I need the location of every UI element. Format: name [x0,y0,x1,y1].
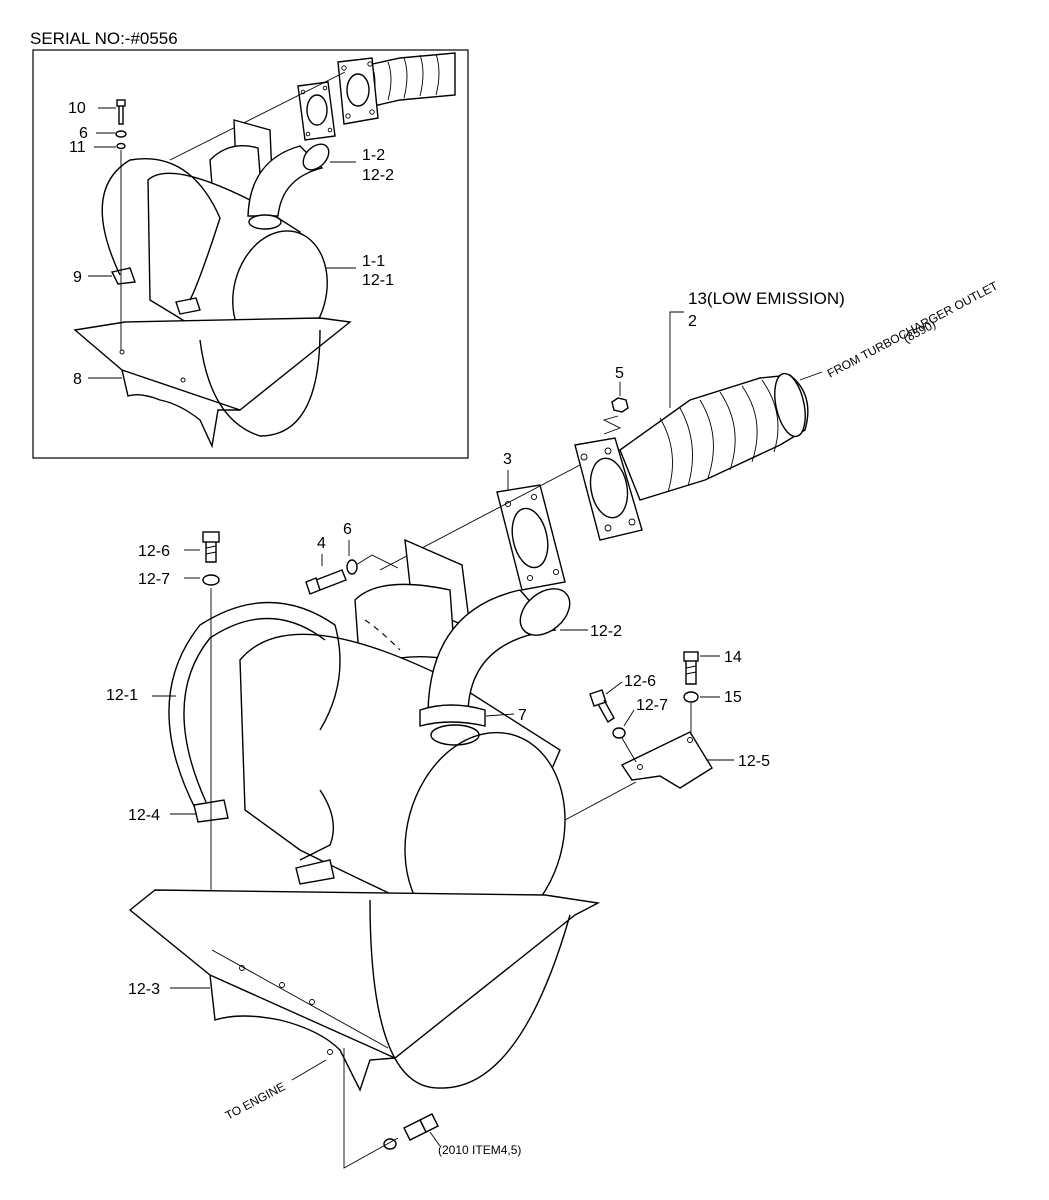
label-12-4: 12-4 [128,807,160,824]
bracket-12-3-icon [128,889,601,1092]
label-12-7: 12-7 [138,571,170,588]
label-12-3: 12-3 [128,981,160,998]
inset-washer-icon [115,130,127,138]
label-12-2: 12-2 [590,623,622,640]
bolt-12-6-right-icon [589,689,615,724]
label-12-6-right: 12-6 [624,673,656,690]
bracket-12-5-icon [620,731,713,789]
label-12-6: 12-6 [138,543,170,560]
inset-lock-washer-icon [116,142,126,150]
to-engine-annotation: TO ENGINE [223,1079,288,1122]
inset-label-9: 9 [73,269,82,286]
washer-15-icon [683,691,699,703]
inset-muffler-icon [73,119,352,449]
inset-label-12-1: 12-1 [362,272,394,289]
inset-bolt-icon [116,99,126,125]
nut-icon [611,397,629,413]
bolt-14-icon [683,651,699,685]
label-12-5: 12-5 [738,753,770,770]
label-7: 7 [518,707,527,724]
label-2: 2 [688,313,697,330]
inset-label-6: 6 [79,125,88,142]
inset-label-1-2: 1-2 [362,147,385,164]
label-14: 14 [724,649,742,666]
label-12-7-right: 12-7 [636,697,668,714]
bolt-4-icon [305,569,347,595]
washer-6-icon [346,559,358,575]
label-15: 15 [724,689,742,706]
gasket-icon [496,484,566,591]
label-3: 3 [503,451,512,468]
inset-label-11: 11 [69,139,86,156]
inset-box: 10 6 11 1-2 12-2 1-1 12-1 9 8 [32,49,469,459]
label-12-1: 12-1 [106,687,138,704]
inset-label-1-1: 1-1 [362,253,385,270]
lower-bolt-icon [403,1113,439,1141]
muffler-icon [239,538,571,939]
band-icon [168,601,341,885]
washer-12-7-right-icon [612,727,626,739]
label-4: 4 [317,535,326,552]
inset-label-12-2: 12-2 [362,167,394,184]
bellows-pipe-icon [574,372,809,541]
inset-label-10: 10 [68,100,86,117]
serial-header: SERIAL NO:-#0556 [30,29,178,48]
washer-12-7-icon [202,574,220,586]
label-13-low-emission: 13(LOW EMISSION) [688,289,845,308]
inset-gasket-icon [297,81,336,141]
inset-bellows-pipe-icon [337,52,456,125]
label-5: 5 [615,365,624,382]
item-ref-annotation: (2010 ITEM4,5) [438,1143,521,1157]
inset-label-8: 8 [73,371,82,388]
bolt-12-6-icon [202,531,220,563]
lower-washer-icon [383,1138,397,1150]
label-6: 6 [343,521,352,538]
